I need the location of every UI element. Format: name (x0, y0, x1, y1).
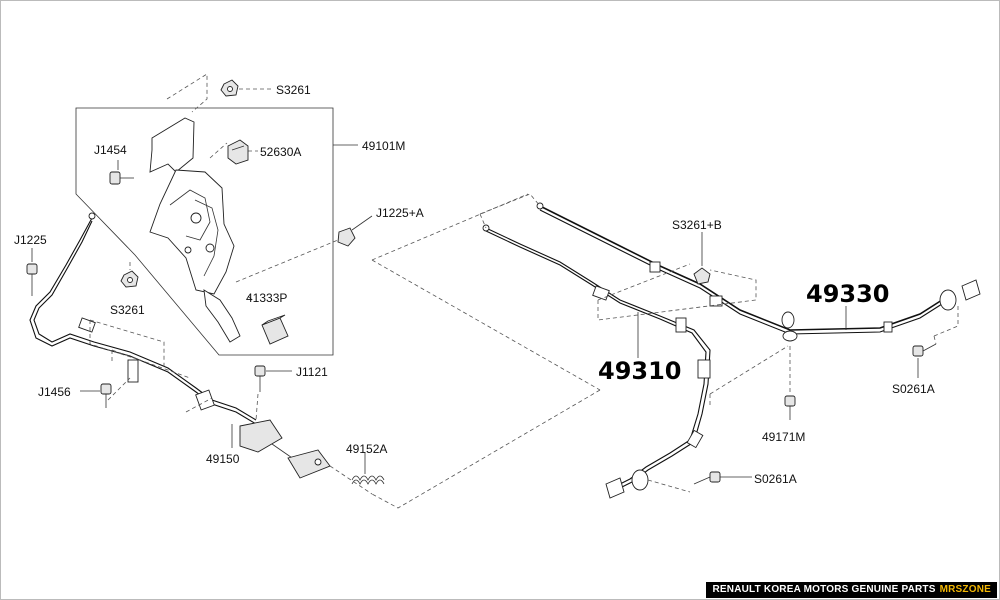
label-41333p: 41333P (246, 291, 287, 305)
label-s0261a-bottom: S0261A (754, 472, 797, 486)
label-49150: 49150 (206, 452, 240, 466)
nut-s3261-b (693, 267, 711, 285)
dash-52630a (209, 142, 228, 159)
bolt-j1121 (254, 365, 266, 392)
equalizer (239, 419, 331, 479)
label-49330: 49330 (806, 280, 890, 308)
label-j1121: J1121 (296, 365, 328, 379)
pedal-assembly-frame (75, 107, 334, 356)
nut-s3261-top (220, 79, 239, 97)
label-s0261a-right: S0261A (892, 382, 935, 396)
label-s3261-low: S3261 (110, 303, 145, 317)
bolt-s0261a-bottom (693, 471, 721, 485)
bolt-49171m (784, 395, 796, 420)
dash-rear-region (329, 193, 601, 509)
dash-bracket-b (111, 349, 191, 379)
cable-49150 (29, 212, 257, 425)
clip-j1225-a (337, 227, 356, 247)
dash-rear-top (479, 193, 541, 229)
bolt-j1225 (26, 263, 38, 296)
label-49101m: 49101M (362, 139, 405, 153)
leader-j1225-a (351, 215, 373, 231)
label-s3261-b: S3261+B (672, 218, 722, 232)
dash-49171m-b (709, 345, 789, 406)
label-j1456: J1456 (38, 385, 71, 399)
dash-s0261a-right (933, 306, 959, 345)
label-49171m: 49171M (762, 430, 805, 444)
spring-49152a (351, 475, 385, 485)
clip-52630a (227, 139, 249, 165)
dash-bracket-c (107, 377, 259, 421)
label-s3261-top: S3261 (276, 83, 311, 97)
label-j1225-a: J1225+A (376, 206, 424, 220)
leader-41333p (247, 295, 253, 301)
label-j1454: J1454 (94, 143, 127, 157)
cable-49330 (536, 202, 981, 342)
footer-brand: MRSZONE (939, 584, 991, 595)
bolt-s0261a-right (912, 343, 937, 357)
label-49310: 49310 (598, 357, 682, 385)
dash-j1225-a (235, 239, 339, 283)
label-49152a: 49152A (346, 442, 387, 456)
label-j1225: J1225 (14, 233, 47, 247)
dash-s3261-top (166, 73, 208, 113)
dash-s0261a-bottom (647, 479, 691, 493)
footer-text: RENAULT KOREA MOTORS GENUINE PARTS (712, 584, 936, 595)
dash-bracket-a (89, 319, 165, 366)
pedal-bracket (149, 117, 241, 343)
bolt-j1456 (100, 383, 112, 408)
pedal-pad (261, 314, 289, 345)
bolt-j1454 (109, 171, 134, 185)
label-52630a: 52630A (260, 145, 301, 159)
nut-s3261-low (120, 270, 139, 288)
dash-s3261-b (597, 263, 757, 321)
cable-49310 (482, 224, 711, 499)
